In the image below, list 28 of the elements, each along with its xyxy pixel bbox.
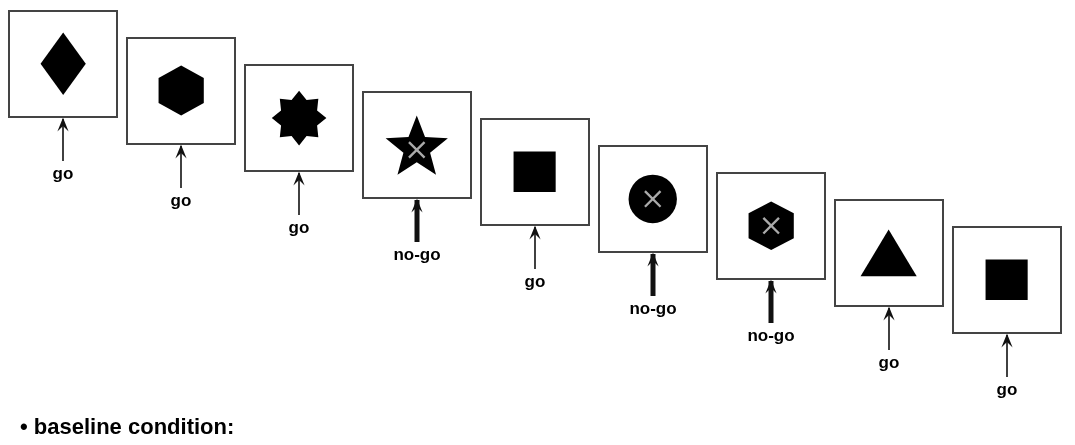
arrow (411, 198, 423, 242)
response-label: no-go (629, 299, 677, 319)
arrow (293, 171, 305, 216)
response-label: no-go (393, 245, 441, 265)
arrow (57, 117, 69, 162)
arrow (647, 252, 659, 296)
stimulus-card (716, 172, 826, 280)
response-label: go (170, 191, 192, 211)
stimulus-card (126, 37, 236, 145)
arrow (529, 225, 541, 270)
stimulus-card (8, 10, 118, 118)
response-label: go (996, 380, 1018, 400)
response-label: no-go (747, 326, 795, 346)
arrow (883, 306, 895, 351)
stimulus-card (834, 199, 944, 307)
response-label: go (878, 353, 900, 373)
response-label: go (52, 164, 74, 184)
stimulus-card (244, 64, 354, 172)
stimulus-card (598, 145, 708, 253)
stimulus-card (480, 118, 590, 226)
response-label: go (288, 218, 310, 238)
stimulus-card (362, 91, 472, 199)
response-label: go (524, 272, 546, 292)
arrow (1001, 333, 1013, 378)
condition-heading: • baseline condition: (20, 414, 235, 440)
stimulus-card (952, 226, 1062, 334)
arrow (175, 144, 187, 189)
arrow (765, 279, 777, 323)
